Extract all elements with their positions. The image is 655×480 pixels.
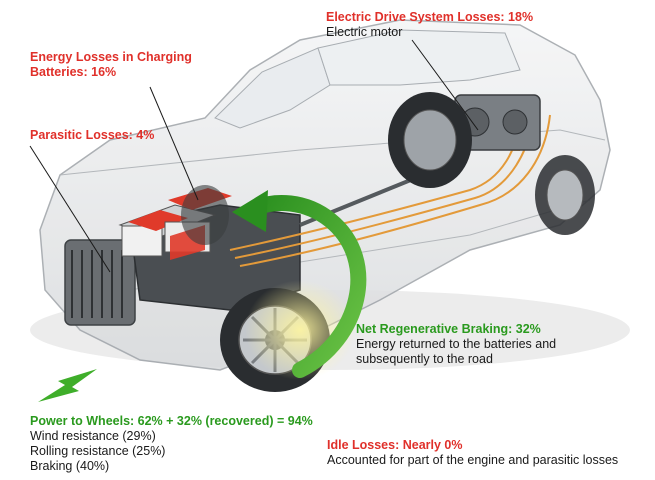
power-wheels-item: Wind resistance (29%) bbox=[30, 429, 156, 443]
power-wheels-item: Braking (40%) bbox=[30, 459, 110, 473]
regen-sub-line2: subsequently to the road bbox=[356, 352, 493, 366]
regen-arrow-icon bbox=[232, 190, 367, 378]
charging-title-line1: Energy Losses in Charging bbox=[30, 50, 192, 64]
front-grille bbox=[64, 239, 136, 326]
rear-right-wheel bbox=[535, 155, 595, 235]
idle-title: Idle Losses: Nearly 0% bbox=[327, 438, 463, 452]
parasitic-title: Parasitic Losses: 4% bbox=[30, 128, 155, 142]
electric-drive-sub: Electric motor bbox=[326, 25, 403, 39]
regen-title: Net Regenerative Braking: 32% bbox=[356, 322, 541, 336]
power-to-wheels-label: Power to Wheels: 62% + 32% (recovered) =… bbox=[30, 414, 313, 474]
electric-drive-title: Electric Drive System Losses: 18% bbox=[326, 10, 534, 24]
power-arrow-icon bbox=[38, 369, 97, 402]
regen-sub-line1: Energy returned to the batteries and bbox=[356, 337, 557, 351]
side-windows bbox=[317, 29, 521, 86]
power-wheels-title: Power to Wheels: 62% + 32% (recovered) =… bbox=[30, 414, 313, 428]
charging-title-line2: Batteries: 16% bbox=[30, 65, 117, 79]
power-wheels-item: Rolling resistance (25%) bbox=[30, 444, 166, 458]
front-right-wheel bbox=[181, 185, 229, 245]
regen-braking-label: Net Regenerative Braking: 32% Energy ret… bbox=[356, 322, 556, 367]
charging-losses-label: Energy Losses in Charging Batteries: 16% bbox=[30, 50, 192, 80]
electric-drive-label: Electric Drive System Losses: 18% Electr… bbox=[326, 10, 533, 40]
leader-lines bbox=[29, 39, 479, 273]
electric-motor bbox=[454, 94, 541, 151]
parasitic-losses-label: Parasitic Losses: 4% bbox=[30, 128, 154, 143]
rear-left-wheel bbox=[388, 92, 472, 188]
idle-sub: Accounted for part of the engine and par… bbox=[327, 453, 619, 467]
idle-losses-label: Idle Losses: Nearly 0% Accounted for par… bbox=[327, 438, 618, 468]
